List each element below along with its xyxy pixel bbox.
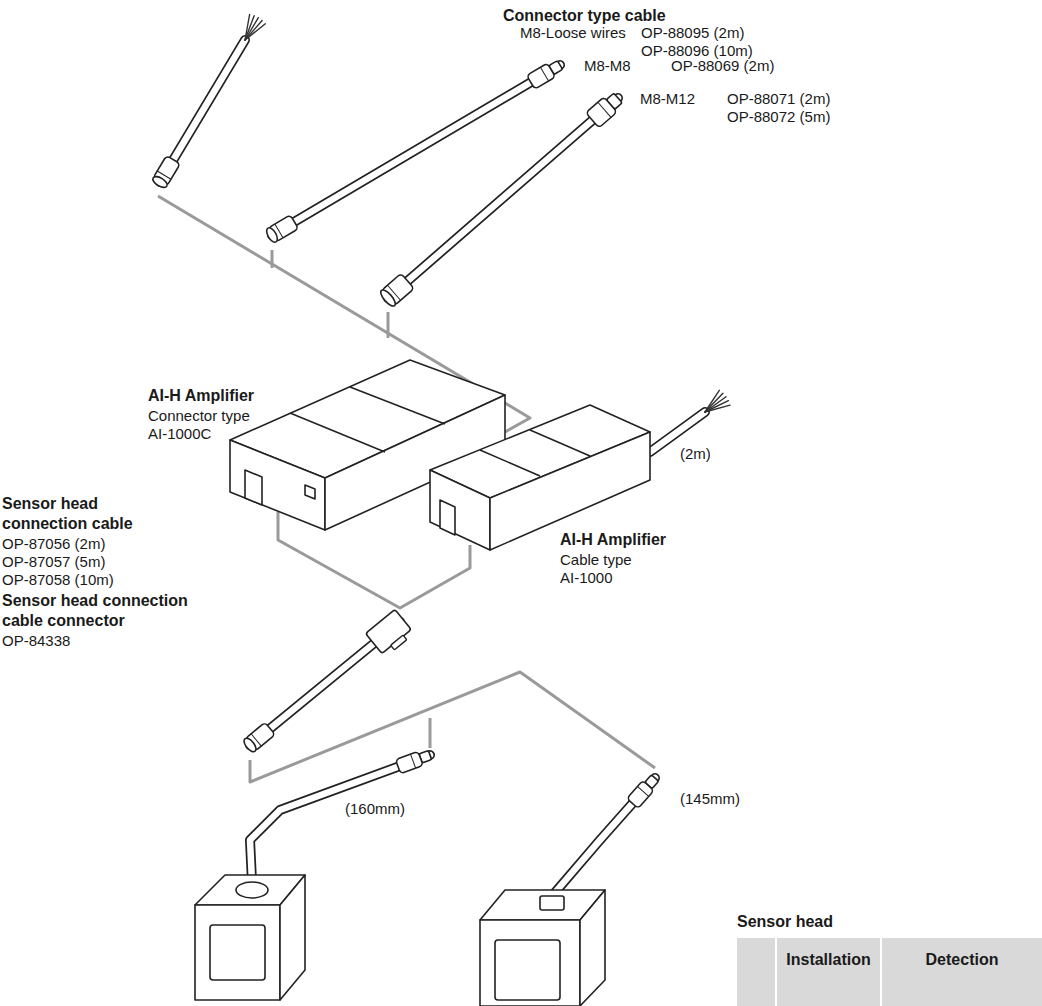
sensor-head-left [195, 875, 305, 1000]
cable-body [552, 778, 655, 896]
heading-label: Sensor head connection cable connector [2, 591, 217, 631]
cable-outline [272, 65, 560, 235]
sensor-head-table [737, 938, 1042, 1006]
amp-detail [350, 387, 445, 424]
male-connector [395, 748, 432, 774]
male-connector [527, 58, 564, 89]
part-label: Connector type [148, 407, 250, 425]
part-label: (2m) [680, 445, 711, 463]
part-label: OP-88095 (2m) [641, 24, 744, 42]
connection-brackets [158, 196, 655, 782]
head-front [195, 905, 280, 1000]
part-label: (160mm) [345, 800, 405, 818]
part-label: OP-87056 (2m) [2, 535, 105, 553]
male-connector [586, 90, 625, 127]
cable-body [388, 98, 618, 298]
cable-part [637, 786, 648, 796]
female-connector [378, 273, 414, 308]
part-label: M8-Loose wires [520, 24, 626, 42]
cable-part [411, 754, 416, 768]
part-label: OP-88069 (2m) [671, 57, 774, 75]
table-cell [882, 938, 1042, 1006]
part-label: OP-84338 [2, 632, 70, 650]
heading-label: AI-H Amplifier [560, 530, 666, 550]
cable-part [586, 97, 617, 128]
sensor-head-right [480, 890, 605, 1006]
cable-layer [151, 14, 730, 896]
bracket-line [271, 250, 274, 268]
amp-latch [440, 500, 455, 535]
cable-part [527, 63, 556, 89]
table-cell [777, 938, 880, 1006]
female-connector [151, 156, 180, 190]
cable-part [598, 102, 611, 117]
heading-label: Installation [777, 950, 880, 970]
cable-part [540, 67, 548, 81]
part-label: OP-88072 (5m) [727, 108, 830, 126]
cable-outline [552, 778, 655, 896]
amp-detail [290, 413, 385, 452]
loose-wire [245, 24, 265, 40]
cable-part [627, 781, 654, 809]
heading-label: Sensor head connection cable [2, 494, 172, 534]
part-label: OP-87058 (10m) [2, 571, 114, 589]
relay-connector [365, 609, 414, 657]
heading-label: Detection [882, 950, 1042, 970]
female-connector [242, 722, 275, 753]
head-side [580, 890, 605, 1006]
amp-latch [245, 470, 262, 505]
male-connector [627, 773, 661, 808]
part-label: Cable type [560, 551, 632, 569]
amp-detail [480, 450, 540, 476]
bracket-line [387, 312, 390, 338]
part-label: AI-1000C [148, 425, 211, 443]
cable-gland [236, 882, 268, 898]
part-label: AI-1000 [560, 569, 613, 587]
part-label: M8-M12 [640, 90, 695, 108]
cable-body [272, 65, 560, 235]
part-label: (145mm) [680, 790, 740, 808]
cable-part [151, 174, 169, 189]
cable-part [391, 635, 407, 650]
bracket-line [250, 672, 655, 782]
amp-led [305, 485, 315, 499]
bracket-line [429, 718, 432, 748]
head-side [280, 875, 305, 1000]
amplifier-cable-type [430, 405, 650, 550]
cable-part [242, 736, 258, 753]
cable-outline [388, 98, 618, 298]
amp-detail [530, 430, 590, 456]
heading-label: Connector type cable [503, 6, 666, 26]
cable-gland [540, 896, 564, 910]
cable-body [250, 755, 430, 882]
cable-part [365, 609, 411, 653]
amp-front [430, 470, 490, 550]
cable-part [378, 288, 397, 308]
part-label: M8-M8 [584, 57, 631, 75]
table-cell [737, 938, 775, 1006]
amp-front [230, 440, 325, 530]
head-front [480, 920, 580, 1006]
head-window [210, 925, 265, 980]
cable-part [264, 226, 279, 244]
part-label: OP-87057 (5m) [2, 553, 105, 571]
cable-outline [250, 755, 430, 882]
head-window [495, 940, 560, 1000]
female-connector [264, 215, 298, 244]
heading-label: Sensor head [737, 912, 833, 932]
part-label: OP-88071 (2m) [727, 90, 830, 108]
heading-label: AI-H Amplifier [148, 386, 254, 406]
cable-part [395, 751, 423, 773]
loose-wire [705, 405, 730, 412]
